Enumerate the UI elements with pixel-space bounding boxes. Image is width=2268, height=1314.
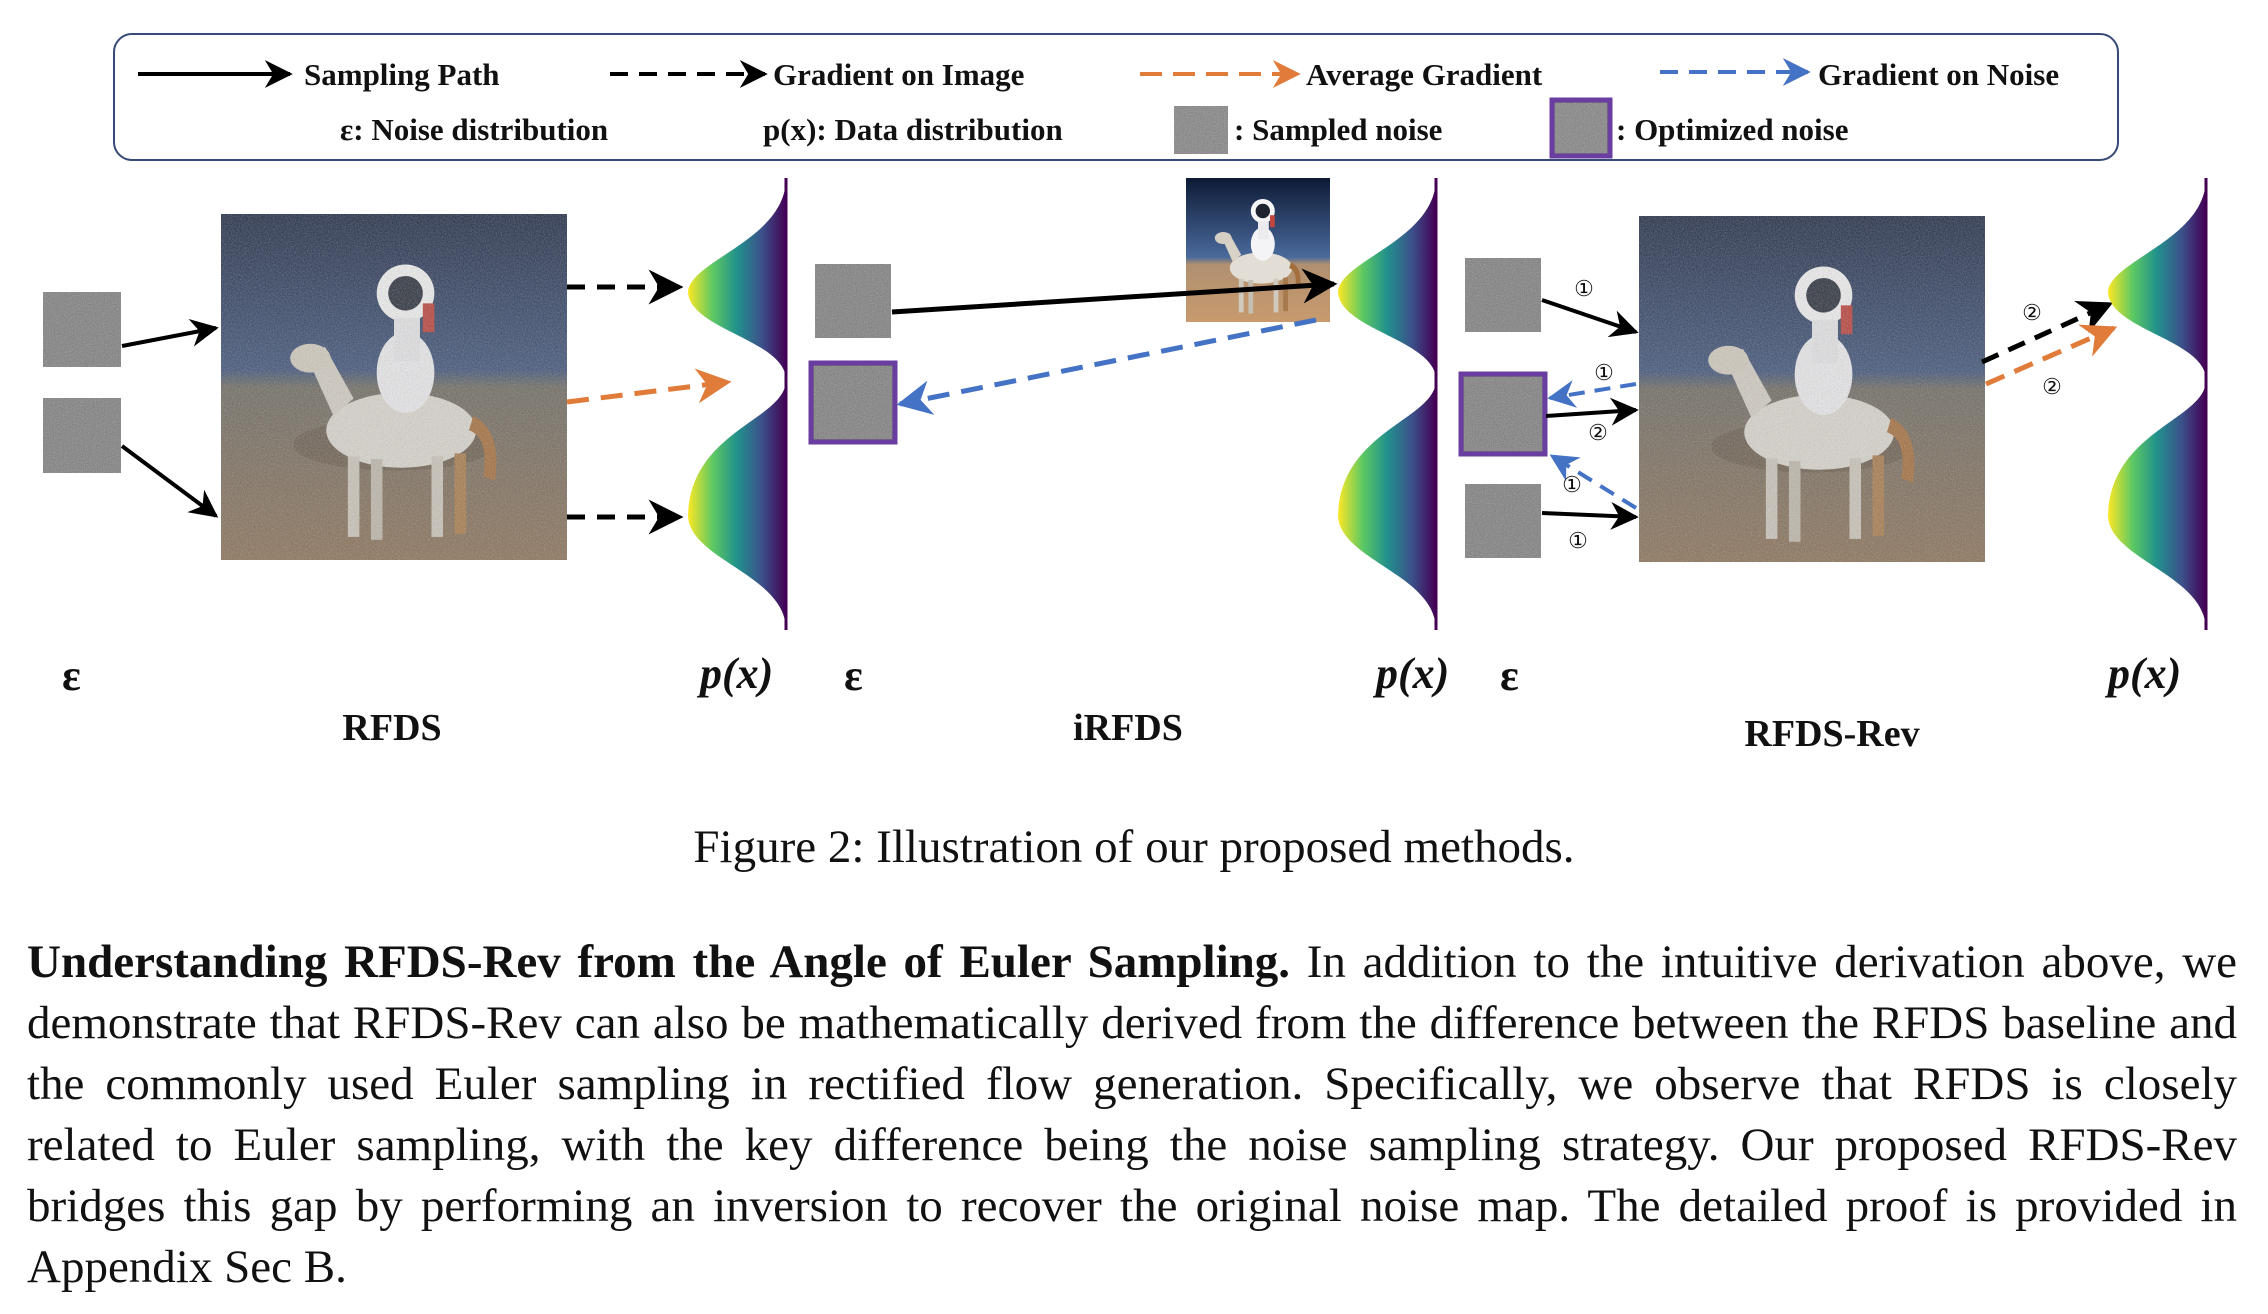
step-label-1c: ① (1562, 472, 1582, 497)
legend-sampling-path-label: Sampling Path (304, 57, 500, 92)
step-label-2a: ② (1588, 420, 1608, 445)
panel-rfds-rev-title: RFDS-Rev (1744, 713, 1919, 755)
panel-rfds-rev: ① ① ② ① ① ② ② ε p(x) RFDS-Rev (1458, 178, 2208, 755)
average-gradient-arrow-2 (1984, 324, 2118, 387)
panel-irfds-title: iRFDS (1073, 707, 1183, 749)
gradient-noise-arrow-1 (896, 317, 1317, 415)
sampling-arrow-6 (1541, 501, 1639, 530)
panel-irfds-eps-label: ε (844, 651, 863, 700)
panel-rfds-rev-eps-label: ε (1500, 651, 1519, 700)
legend-gradient-noise-label: Gradient on Noise (1818, 57, 2059, 92)
paragraph-heading: Understanding RFDS-Rev from the Angle of… (27, 936, 1291, 988)
data-distribution-curve-3 (2108, 178, 2206, 630)
legend-optimized-noise-label: : Optimized noise (1616, 112, 1849, 147)
sampled-noise-3-grain (815, 264, 891, 338)
figure-svg: Sampling Path Gradient on Image Average … (43, 33, 2208, 755)
data-distribution-curve-2 (1338, 178, 1436, 630)
legend-sampled-noise-label: : Sampled noise (1234, 112, 1442, 147)
sampling-arrow-1 (121, 318, 219, 348)
panel-rfds-rev-px-label: p(x) (2104, 649, 2181, 698)
sampling-arrow-4 (1541, 298, 1639, 338)
sampling-arrow-5 (1545, 397, 1639, 426)
sampled-noise-2-grain (43, 398, 121, 473)
average-gradient-arrow (566, 368, 732, 405)
sampled-noise-4-grain (1465, 258, 1541, 332)
panel-irfds: ε p(x) iRFDS (808, 178, 1449, 749)
legend-noise-distribution: ε: Noise distribution (340, 112, 608, 147)
legend-data-distribution: p(x): Data distribution (763, 112, 1063, 147)
optimized-noise-1-grain (814, 366, 892, 439)
sampling-arrow-2 (120, 444, 219, 518)
sampling-arrow-3 (891, 268, 1338, 315)
gradient-image-arrow-3 (1980, 301, 2114, 365)
noisy-astronaut-image-2 (1639, 216, 1985, 562)
gradient-noise-arrow-3 (1549, 454, 1638, 510)
step-label-1d: ① (1568, 528, 1588, 553)
sampled-noise-5-grain (1465, 484, 1541, 558)
figure-caption: Figure 2: Illustration of our proposed m… (693, 821, 1575, 873)
legend-sampled-noise-grain (1174, 106, 1228, 154)
panel-rfds: ε p(x) RFDS (43, 178, 788, 749)
legend-box (113, 33, 2119, 161)
legend-average-gradient-label: Average Gradient (1306, 57, 1543, 92)
panel-irfds-px-label: p(x) (1372, 649, 1449, 698)
gradient-noise-arrow-2 (1547, 380, 1637, 408)
panel-rfds-eps-label: ε (62, 651, 81, 700)
panel-rfds-title: RFDS (342, 707, 441, 749)
noisy-astronaut-image (221, 214, 567, 560)
optimized-noise-2-grain (1464, 377, 1542, 451)
clean-astronaut-image (1186, 178, 1330, 322)
step-label-2c: ② (2042, 374, 2062, 399)
sampled-noise-1-grain (43, 292, 121, 367)
body-paragraph: Understanding RFDS-Rev from the Angle of… (27, 932, 2237, 1298)
panel-rfds-px-label: p(x) (696, 649, 773, 698)
data-distribution-curve (688, 178, 786, 630)
step-label-1b: ① (1594, 360, 1614, 385)
paragraph-body: In addition to the intuitive derivation … (27, 936, 2237, 1293)
legend-optimized-noise-grain (1555, 103, 1607, 153)
step-label-2b: ② (2022, 300, 2042, 325)
step-label-1a: ① (1574, 276, 1594, 301)
legend-gradient-image-label: Gradient on Image (773, 57, 1024, 92)
